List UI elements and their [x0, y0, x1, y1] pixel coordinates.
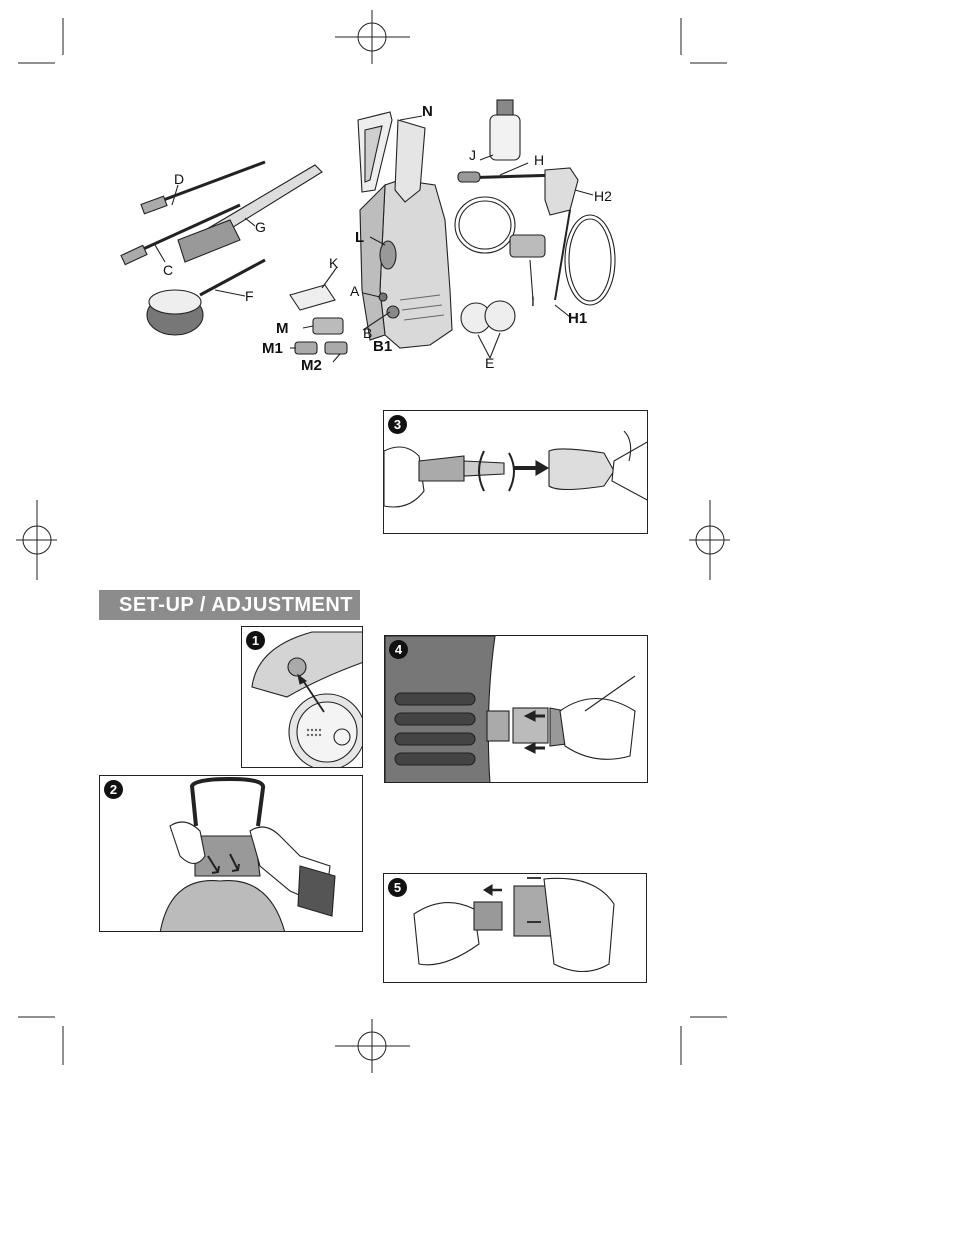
callout-H2: H2	[594, 188, 612, 204]
callout-B1: B1	[373, 338, 393, 355]
figure-4-illustration	[385, 636, 636, 782]
figure-5-number: 5	[388, 878, 407, 897]
callout-J: J	[469, 147, 476, 163]
figure-1-number: 1	[246, 631, 265, 650]
figure-4-number: 4	[389, 640, 408, 659]
callout-H1: H1	[568, 310, 588, 327]
callout-C: C	[163, 262, 174, 278]
callout-L: L	[355, 229, 365, 246]
callout-M: M	[276, 320, 289, 337]
figure-1: 1	[241, 626, 363, 768]
callout-E: E	[485, 355, 495, 371]
pressure-washer-exploded-illustration	[120, 99, 616, 363]
figure-4: 4	[384, 635, 648, 783]
callout-I: I	[531, 293, 535, 309]
callout-K: K	[329, 255, 339, 271]
figure-2-illustration	[159, 776, 336, 931]
figure-2-number: 2	[104, 780, 123, 799]
callout-H: H	[534, 152, 545, 168]
callout-G: G	[255, 219, 266, 235]
callout-N: N	[422, 103, 433, 120]
callout-A: A	[350, 283, 360, 299]
parts-overview: N J H H2 D G L C K A F I H1 M B B1 M1 M2…	[100, 90, 660, 380]
callout-M2: M2	[301, 357, 322, 374]
callout-B: B	[363, 325, 373, 341]
callout-F: F	[245, 288, 254, 304]
figure-3-illustration	[384, 430, 647, 508]
figure-2: 2	[99, 775, 363, 932]
figure-5-illustration	[413, 877, 615, 973]
callout-M1: M1	[262, 340, 283, 357]
figure-5: 5	[383, 873, 647, 983]
section-heading: SET-UP / ADJUSTMENT	[99, 590, 360, 620]
figure-3: 3	[383, 410, 648, 534]
figure-1-illustration	[251, 631, 362, 767]
figure-3-number: 3	[388, 415, 407, 434]
callout-D: D	[174, 171, 185, 187]
